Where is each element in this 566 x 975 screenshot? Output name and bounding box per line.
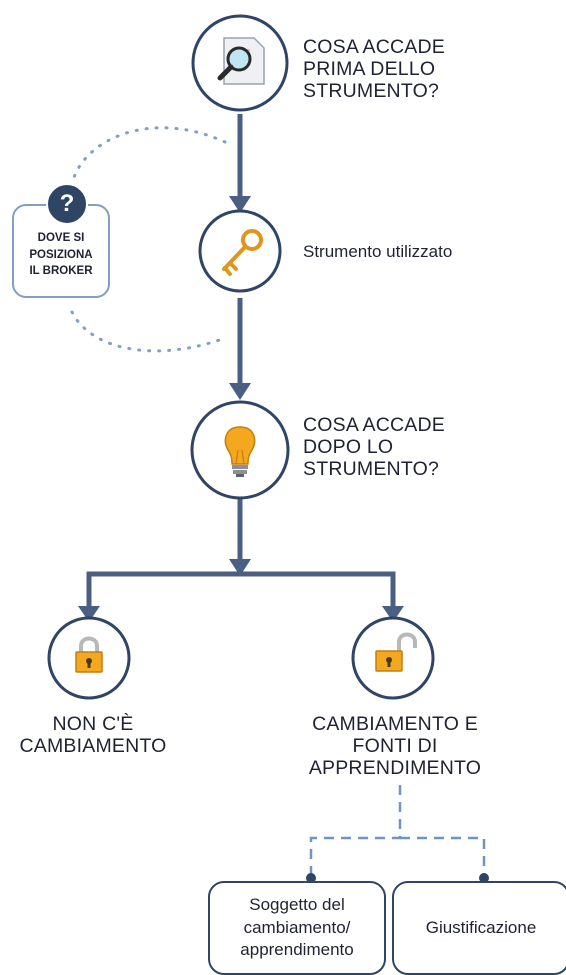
broker-line-1: DOVE SI: [37, 232, 85, 244]
arrowhead-after: [229, 383, 251, 400]
question-mark-icon: ?: [46, 183, 88, 225]
detail-justification-box: Giustificazione: [392, 881, 566, 975]
step-before-line-1: COSA ACCADE: [303, 36, 445, 58]
broker-line-2: POSIZIONA: [29, 248, 93, 261]
outcome-no-change-label: NON C'È CAMBIAMENTO: [18, 713, 168, 757]
step-after-line-3: STRUMENTO?: [303, 458, 439, 481]
broker-card: DOVE SI POSIZIONA IL BROKER: [12, 204, 110, 298]
subject-line-1: Soggetto del: [249, 894, 345, 914]
step-tool-label: Strumento utilizzato: [303, 242, 453, 261]
branch-connector: [86, 571, 396, 612]
broker-dotted-arc: [70, 126, 227, 353]
outcome-change-label: CAMBIAMENTO E FONTI DI APPRENDIMENTO: [300, 713, 490, 779]
change-line-3: APPRENDIMENTO: [308, 757, 482, 780]
change-line-1: CAMBIAMENTO E: [312, 713, 478, 735]
arrowhead-change: [382, 606, 404, 622]
connector-dot-left: [306, 873, 316, 883]
padlock-open-icon: [375, 632, 417, 672]
subject-line-3: apprendimento: [240, 940, 354, 960]
arrowhead-tool: [229, 196, 251, 213]
arrowhead-no-change: [78, 606, 100, 622]
broker-label: DOVE SI POSIZIONA IL BROKER: [14, 230, 108, 280]
step-before-line-3: STRUMENTO?: [303, 80, 439, 103]
step-before-label: COSA ACCADE PRIMA DELLO STRUMENTO?: [303, 36, 445, 102]
key-icon: [222, 229, 263, 276]
step-before-line-2: PRIMA DELLO: [303, 58, 436, 81]
dashed-connector-right: [400, 836, 486, 878]
detail-subject-label: Soggetto del cambiamento/ apprendimento: [240, 894, 353, 963]
padlock-closed-icon: [75, 636, 103, 673]
magnifier-document-icon: [217, 37, 265, 85]
no-change-line-1: NON C'È: [52, 713, 134, 735]
no-change-line-2: CAMBIAMENTO: [19, 735, 167, 758]
subject-line-2: cambiamento/: [243, 917, 351, 937]
connector-dot-right: [479, 873, 489, 883]
arrowhead-branch: [229, 559, 251, 576]
detail-justification-label: Giustificazione: [425, 917, 537, 937]
broker-line-3: IL BROKER: [29, 265, 93, 278]
step-after-label: COSA ACCADE DOPO LO STRUMENTO?: [303, 414, 445, 480]
detail-subject-box: Soggetto del cambiamento/ apprendimento: [208, 881, 386, 975]
step-after-line-1: COSA ACCADE: [303, 414, 445, 436]
change-line-2: FONTI DI: [352, 735, 438, 758]
step-after-line-2: DOPO LO: [303, 436, 394, 459]
lightbulb-icon: [224, 426, 256, 477]
dashed-connector: [309, 785, 402, 878]
